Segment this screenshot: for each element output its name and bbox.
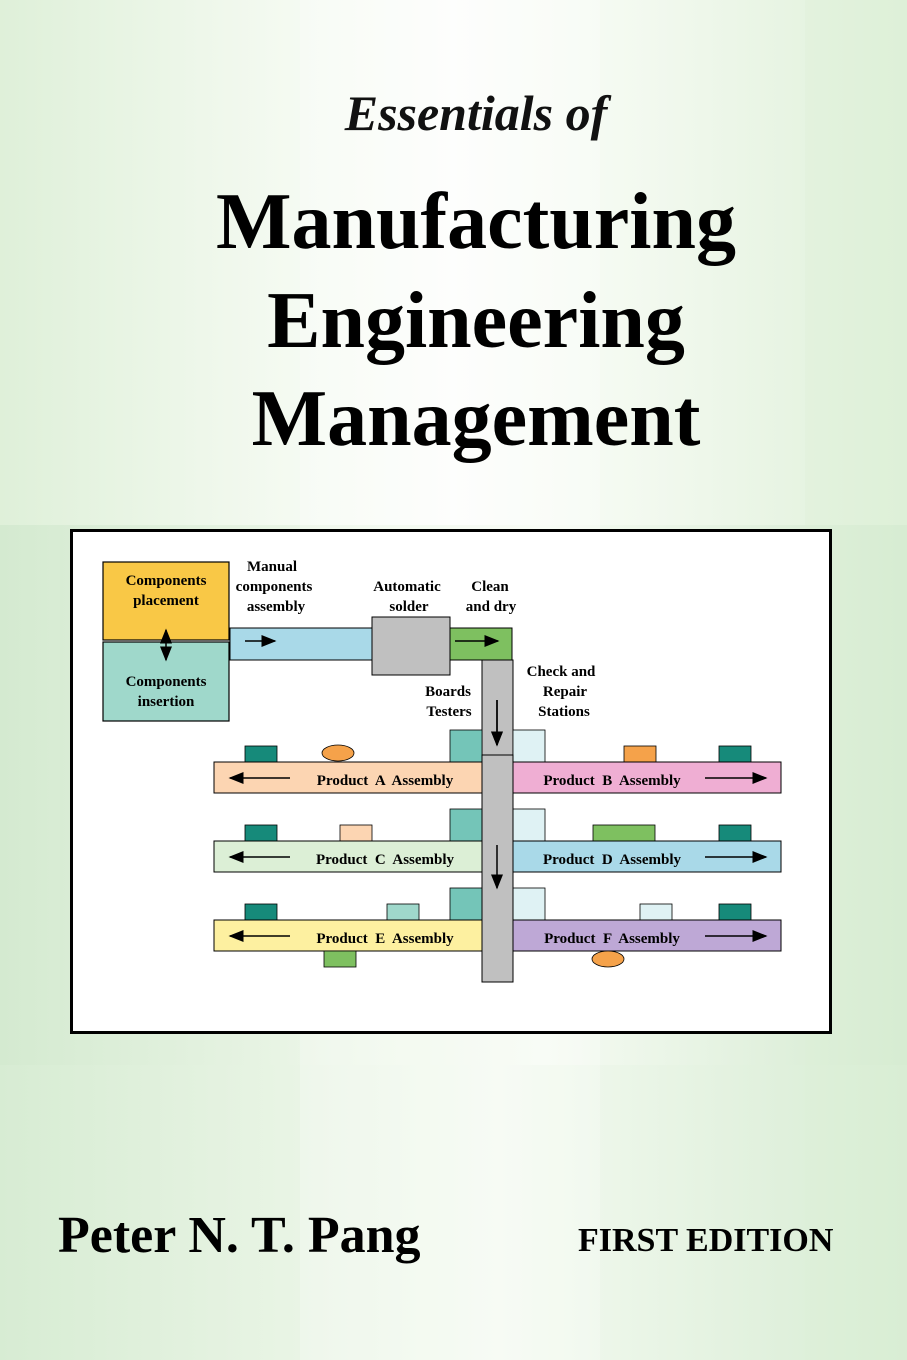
- components-insertion-label-1: Components: [126, 674, 207, 690]
- repair-block: [512, 729, 546, 763]
- tester-block: [449, 887, 483, 921]
- station-block: [386, 903, 420, 921]
- station-block: [639, 903, 673, 921]
- product-c-label: Product C Assembly: [316, 852, 455, 868]
- automatic-solder-box: [371, 616, 451, 676]
- tester-block: [449, 808, 483, 842]
- station-block: [718, 903, 752, 921]
- product-b-label: Product B Assembly: [543, 773, 681, 789]
- manual-assembly-label-1: Manual: [247, 559, 297, 575]
- manual-assembly-label-2: components: [236, 579, 313, 595]
- book-subtitle: Essentials of: [344, 85, 608, 141]
- station-block: [244, 824, 278, 842]
- manual-assembly-label-3: assembly: [247, 599, 306, 615]
- check-repair-label-1: Check and: [527, 664, 596, 680]
- station-block: [321, 744, 355, 762]
- product-a-label: Product A Assembly: [317, 773, 454, 789]
- repair-block: [512, 887, 546, 921]
- station-block: [244, 903, 278, 921]
- station-block: [623, 745, 657, 763]
- components-insertion-label-2: insertion: [138, 694, 195, 710]
- components-placement-label-1: Components: [126, 573, 207, 589]
- components-placement-box: [102, 561, 230, 641]
- author-name: Peter N. T. Pang: [58, 1207, 421, 1264]
- station-block: [591, 950, 625, 968]
- edition-label: FIRST EDITION: [578, 1222, 834, 1259]
- station-block: [244, 745, 278, 763]
- product-e-label: Product E Assembly: [316, 931, 454, 947]
- book-title-line-2: Engineering: [267, 277, 685, 365]
- automatic-solder-label-1: Automatic: [373, 579, 441, 595]
- product-d-label: Product D Assembly: [543, 852, 682, 868]
- tester-block: [449, 729, 483, 763]
- title-block: Essentials of Manufacturing Engineering …: [0, 0, 907, 520]
- book-title-line-1: Manufacturing: [216, 178, 736, 266]
- station-block: [592, 824, 656, 842]
- automatic-solder-label-2: solder: [389, 599, 429, 615]
- manufacturing-flow-diagram: Components placement Components insertio…: [70, 529, 832, 1034]
- book-title-line-3: Management: [251, 375, 701, 463]
- repair-block: [512, 808, 546, 842]
- station-block: [718, 745, 752, 763]
- components-placement-label-2: placement: [133, 593, 199, 609]
- boards-testers-label-1: Boards: [425, 684, 471, 700]
- station-block: [323, 950, 357, 968]
- boards-testers-label-2: Testers: [426, 704, 471, 720]
- station-block: [339, 824, 373, 842]
- manual-assembly-conveyor: [229, 627, 373, 661]
- clean-dry-label-1: Clean: [471, 579, 509, 595]
- station-block: [718, 824, 752, 842]
- check-repair-label-3: Stations: [538, 704, 590, 720]
- check-repair-label-2: Repair: [543, 684, 588, 700]
- product-f-label: Product F Assembly: [544, 931, 680, 947]
- clean-dry-box: [449, 627, 513, 661]
- clean-dry-label-2: and dry: [466, 599, 517, 615]
